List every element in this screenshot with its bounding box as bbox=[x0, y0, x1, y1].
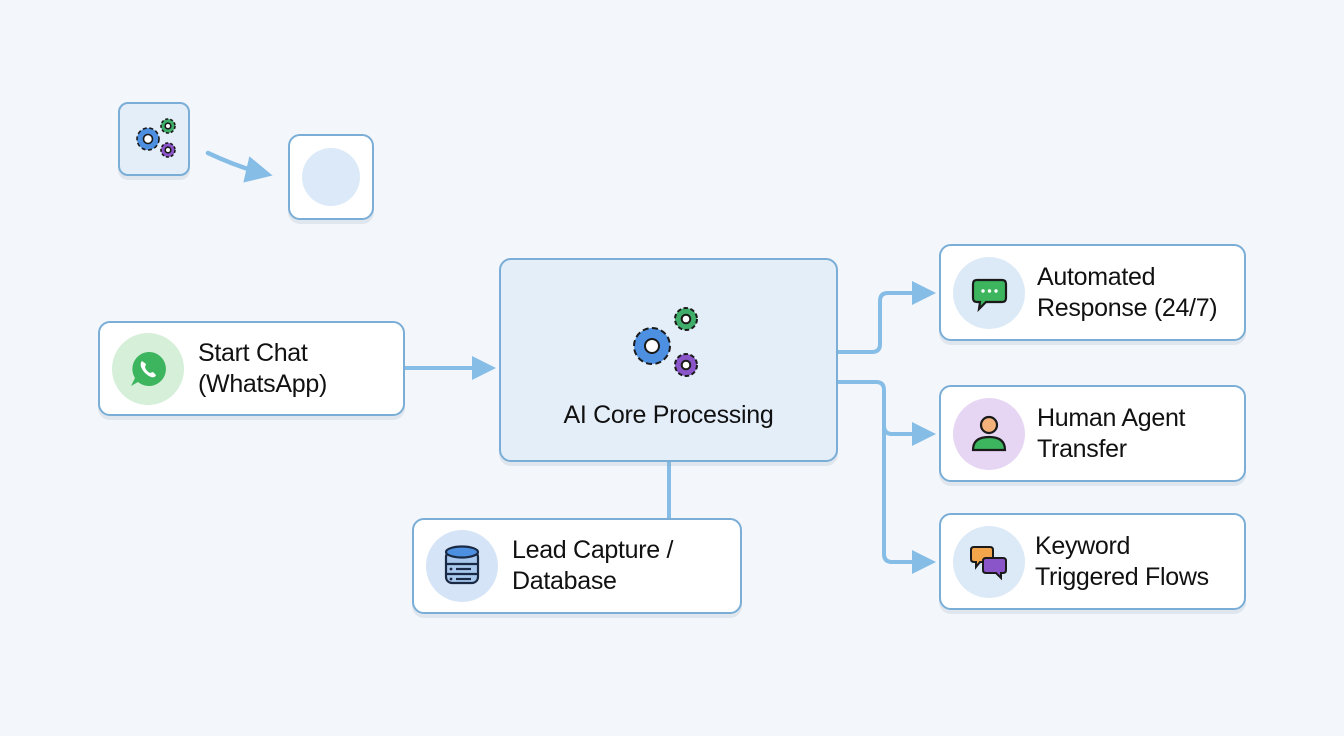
node-lead-line2: Database bbox=[512, 567, 617, 595]
edge-core-keyword bbox=[882, 426, 936, 574]
edge-core-auto bbox=[838, 281, 936, 354]
user-icon-circle bbox=[953, 397, 1025, 470]
node-start-line1: Start Chat bbox=[198, 338, 308, 367]
whatsapp-icon-circle bbox=[112, 332, 184, 405]
chat-bubbles-icon bbox=[970, 545, 1007, 580]
node-automated-response[interactable]: Automated Response (24/7) bbox=[939, 244, 1246, 341]
gears-tile[interactable] bbox=[118, 102, 190, 176]
gears-icon bbox=[136, 118, 176, 158]
node-start-chat[interactable]: Start Chat (WhatsApp) bbox=[98, 321, 405, 416]
node-lead-line1: Lead Capture / bbox=[512, 536, 674, 564]
node-human-agent[interactable]: Human Agent Transfer bbox=[939, 385, 1246, 482]
chat-bubble-icon-circle bbox=[953, 256, 1025, 329]
chat-bubble-icon bbox=[971, 278, 1008, 312]
node-keyword-line2: Triggered Flows bbox=[1035, 562, 1209, 591]
node-human-line1: Human Agent bbox=[1037, 403, 1186, 432]
database-icon-circle bbox=[426, 530, 498, 602]
node-auto-line1: Automated bbox=[1037, 262, 1156, 291]
gears-icon bbox=[632, 306, 698, 377]
database-icon bbox=[444, 545, 480, 585]
whatsapp-icon bbox=[131, 351, 166, 386]
chat-bubbles-icon-circle bbox=[953, 525, 1025, 598]
node-ai-core[interactable]: AI Core Processing bbox=[499, 258, 838, 462]
circle-placeholder-icon bbox=[302, 148, 360, 206]
edge-core-human bbox=[838, 380, 936, 446]
node-core-label: AI Core Processing bbox=[563, 400, 774, 429]
node-start-line2: (WhatsApp) bbox=[198, 369, 327, 398]
node-lead-capture[interactable]: Lead Capture / Database bbox=[412, 518, 742, 614]
node-keyword-flows[interactable]: Keyword Triggered Flows bbox=[939, 513, 1246, 610]
top-arrow bbox=[205, 150, 273, 183]
user-icon bbox=[971, 415, 1007, 451]
target-tile[interactable] bbox=[288, 134, 374, 220]
node-auto-line2: Response (24/7) bbox=[1037, 293, 1218, 322]
node-keyword-line1: Keyword bbox=[1035, 531, 1131, 560]
node-human-line2: Transfer bbox=[1037, 434, 1127, 463]
